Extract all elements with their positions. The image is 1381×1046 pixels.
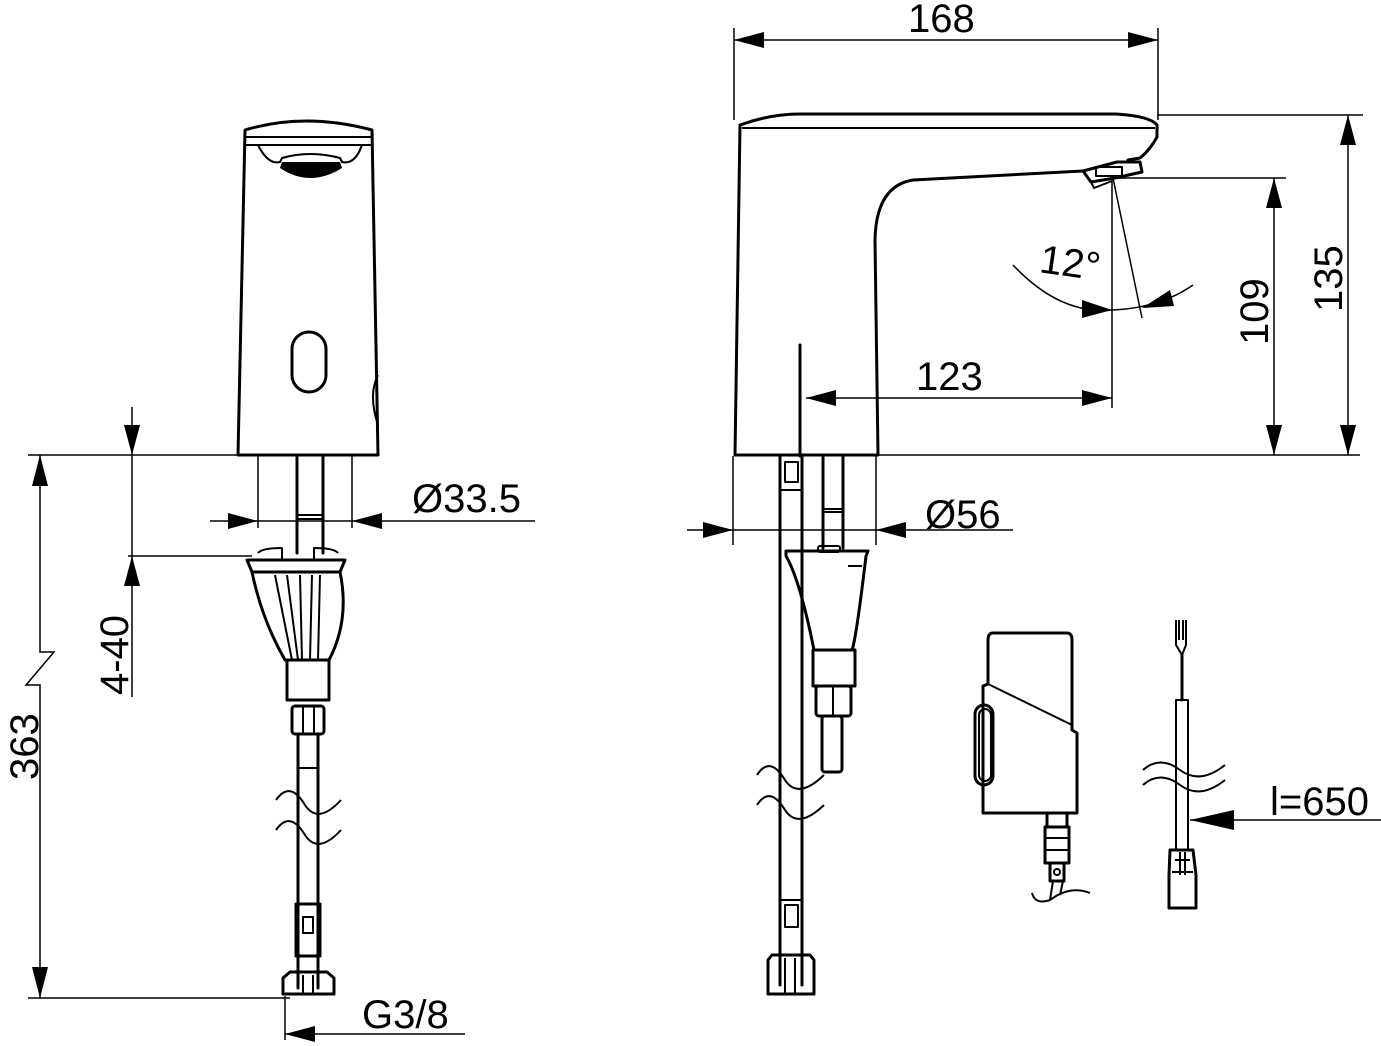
dim-label-shank-diameter: Ø33.5 <box>412 477 521 521</box>
dim-label-spray-angle: 12° <box>1037 237 1103 289</box>
mounting-shank-side <box>732 454 877 774</box>
accessories: l=650 <box>973 620 1381 910</box>
dim-label-spout-reach: 123 <box>916 355 983 399</box>
control-box <box>973 631 1091 903</box>
sensor-cable <box>1142 620 1226 910</box>
supply-hose-side <box>756 343 825 996</box>
dim-label-overall-length: 168 <box>908 0 975 41</box>
dimension-cable-length: l=650 <box>1190 780 1381 830</box>
dim-label-connection-thread: G3/8 <box>362 993 449 1037</box>
dim-label-base-diameter: Ø56 <box>925 493 1001 537</box>
dimension-spray-angle: 12° <box>1012 177 1194 319</box>
dimension-base-diameter: Ø56 <box>687 493 1013 538</box>
faucet-body-front <box>236 119 380 457</box>
fixing-nut-front <box>245 547 347 702</box>
faucet-body-side <box>733 112 1360 457</box>
mounting-shank-front <box>257 454 353 555</box>
dimension-outlet-height: 109 <box>1112 177 1286 455</box>
supply-hose-front <box>275 704 342 996</box>
dim-label-cable-length: l=650 <box>1270 780 1369 824</box>
dim-label-overall-height: 135 <box>1307 245 1351 312</box>
dimension-overall-height: 135 <box>1157 114 1363 455</box>
dim-label-deck-thickness: 4-40 <box>93 615 137 695</box>
side-view: 168 135 109 123 <box>687 0 1363 996</box>
dimension-deck-thickness: 4-40 <box>93 407 252 697</box>
dim-label-outlet-height: 109 <box>1233 278 1277 345</box>
dimension-spout-reach: 123 <box>806 178 1113 408</box>
front-view: 4-40 363 Ø33.5 G3/8 <box>3 119 535 1042</box>
dimension-total-height: 363 <box>3 454 290 999</box>
dimension-shank-diameter: Ø33.5 <box>210 477 535 529</box>
dimension-overall-length: 168 <box>733 0 1159 120</box>
dim-label-total-height: 363 <box>3 713 47 780</box>
dimension-connection-thread: G3/8 <box>284 993 465 1042</box>
sensor-window-icon <box>290 330 328 394</box>
